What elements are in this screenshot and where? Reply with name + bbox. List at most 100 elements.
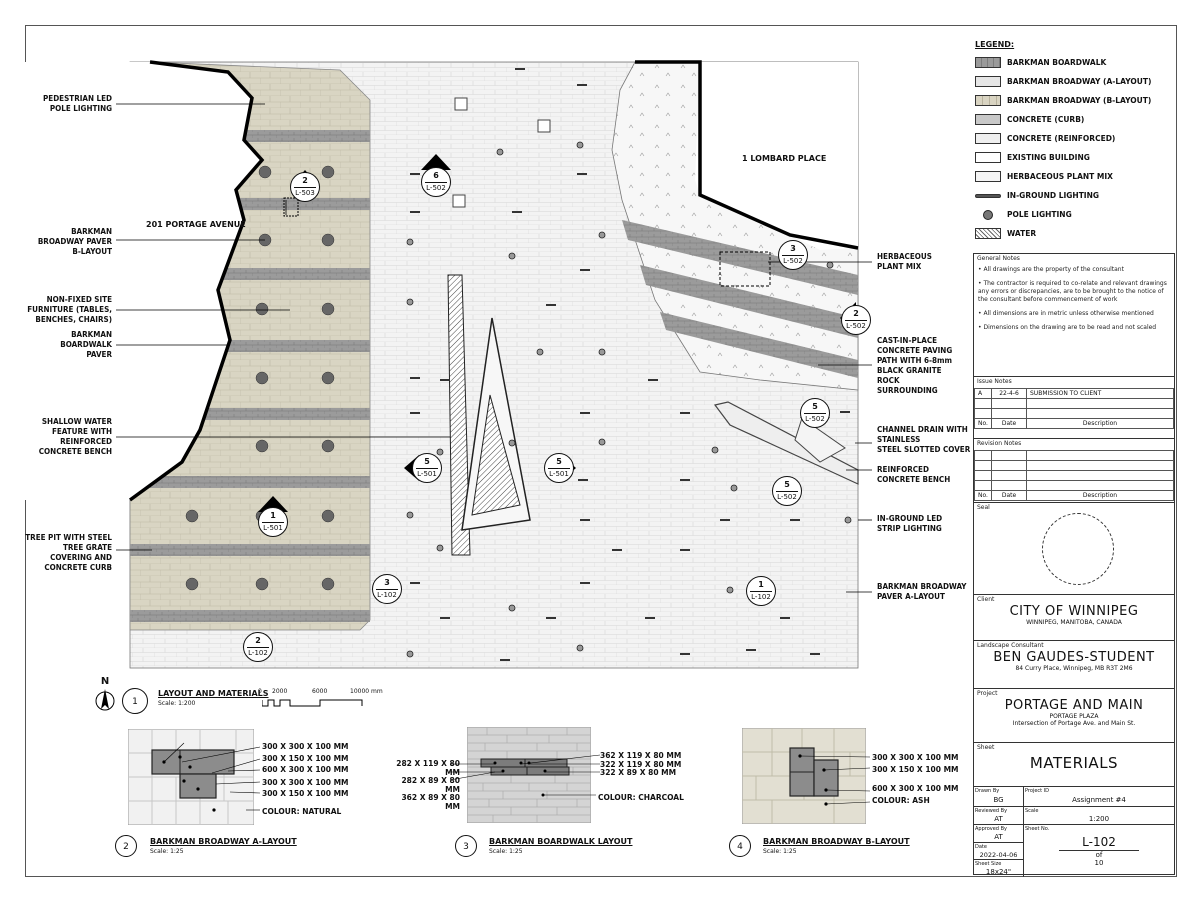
general-notes: General Notes • All drawings are the pro… [977,255,1167,331]
legend-item: CONCRETE (CURB) [975,110,1175,129]
callout-water-feature: SHALLOW WATER FEATURE WITH REINFORCED CO… [38,417,112,456]
project-section: Project PORTAGE AND MAIN PORTAGE PLAZA I… [974,688,1174,742]
consultant-section: Landscape Consultant BEN GAUDES-STUDENT … [974,640,1174,688]
callout-channel-drain: CHANNEL DRAIN WITH STAINLESS STEEL SLOTT… [877,425,971,454]
legend-swatch [975,95,1001,106]
detail-scale: Scale: 1:25 [150,848,184,855]
boardwalk-bands [130,130,370,622]
consultant-address: 84 Curry Place, Winnipeg, MB R3T 2M6 [1015,665,1133,672]
legend-swatch [975,152,1001,163]
sheet-total: 10 [1094,859,1104,867]
callout-site-furniture: NON-FIXED SITE FURNITURE (TABLES, BENCHE… [27,295,112,324]
callout-led-strip: IN-GROUND LED STRIP LIGHTING [877,514,943,533]
callout-boardwalk-paver: BARKMAN BOARDWALK PAVER [60,330,112,359]
detail-title: BARKMAN BROADWAY A-LAYOUT [150,837,297,846]
detail-scale: Scale: 1:25 [489,848,523,855]
project-name: PORTAGE AND MAIN [1004,698,1144,713]
street-label-portage: 201 PORTAGE AVENUE [146,220,246,229]
callout-broadway-a: BARKMAN BROADWAY PAVER A-LAYOUT [877,582,967,601]
street-label-lombard: 1 LOMBARD PLACE [742,154,827,163]
callout-herbaceous: HERBACEOUS PLANT MIX [877,252,932,271]
legend-swatch [975,228,1001,239]
detail-boardwalk-leaders [450,754,601,796]
tree-pits [185,165,335,591]
callout-concrete-path: CAST-IN-PLACE CONCRETE PAVING PATH WITH … [877,336,953,395]
legend-item: BARKMAN BOARDWALK [975,53,1175,72]
legend-swatch [975,171,1001,182]
legend-item: HERBACEOUS PLANT MIX [975,167,1175,186]
legend-item: WATER [975,224,1175,243]
project-sub: PORTAGE PLAZA [1049,713,1099,720]
legend: LEGEND: BARKMAN BOARDWALK BARKMAN BROADW… [975,40,1175,243]
legend-item: CONCRETE (REINFORCED) [975,129,1175,148]
client-location: WINNIPEG, MANITOBA, CANADA [1026,619,1122,626]
in-ground-lights [410,68,850,661]
callout-broadway-b: BARKMAN BROADWAY PAVER B-LAYOUT [37,227,112,256]
title-block: General Notes • All drawings are the pro… [973,253,1175,877]
sheet-name: MATERIALS [1029,754,1119,772]
title-number: 1 [122,688,148,714]
left-leaders [116,103,450,551]
detail-number: 2 [115,835,137,857]
client-name: CITY OF WINNIPEG [1009,604,1139,619]
detail-number: 3 [455,835,477,857]
legend-swatch [975,193,1001,198]
sheet-section: Sheet MATERIALS [974,742,1174,786]
legend-swatch [975,133,1001,144]
sheet-number: L-102 [1082,835,1116,849]
detail-b-layout-drawing [742,728,866,824]
scale-bar: 0 2000 6000 10000 mm [258,688,388,710]
detail-title: BARKMAN BOARDWALK LAYOUT [489,837,633,846]
legend-item: POLE LIGHTING [975,205,1175,224]
legend-item: BARKMAN BROADWAY (B-LAYOUT) [975,91,1175,110]
layout-title: LAYOUT AND MATERIALS [158,689,269,698]
seal-circle [1042,513,1114,585]
detail-a-leaders [181,746,261,811]
legend-swatch [975,76,1001,87]
detail-scale: Scale: 1:25 [763,848,797,855]
detail-boardwalk-drawing [467,727,591,823]
detail-boardwalk-colour: COLOUR: CHARCOAL [598,793,684,802]
callout-tree-pit: TREE PIT WITH STEEL TREE GRATE COVERING … [25,533,112,572]
pole-lights [406,141,852,658]
sheet-number-cell: Sheet No. L-102 of 10 [1024,825,1174,877]
pole-light-icon [975,209,1001,220]
detail-a-layout-drawing [128,729,254,825]
consultant-name: BEN GAUDES-STUDENT [993,650,1155,665]
callout-pole-lighting: PEDESTRIAN LED POLE LIGHTING [43,94,112,113]
client-section: Client CITY OF WINNIPEG WINNIPEG, MANITO… [974,594,1174,640]
legend-swatch [975,114,1001,125]
project-location: Intersection of Portage Ave. and Main St… [1012,720,1136,727]
detail-number: 4 [729,835,751,857]
detail-title: BARKMAN BROADWAY B-LAYOUT [763,837,910,846]
right-boardwalk-bands [622,220,858,378]
seal-section: Seal [974,502,1174,594]
legend-title: LEGEND: [975,40,1015,49]
legend-item: EXISTING BUILDING [975,148,1175,167]
